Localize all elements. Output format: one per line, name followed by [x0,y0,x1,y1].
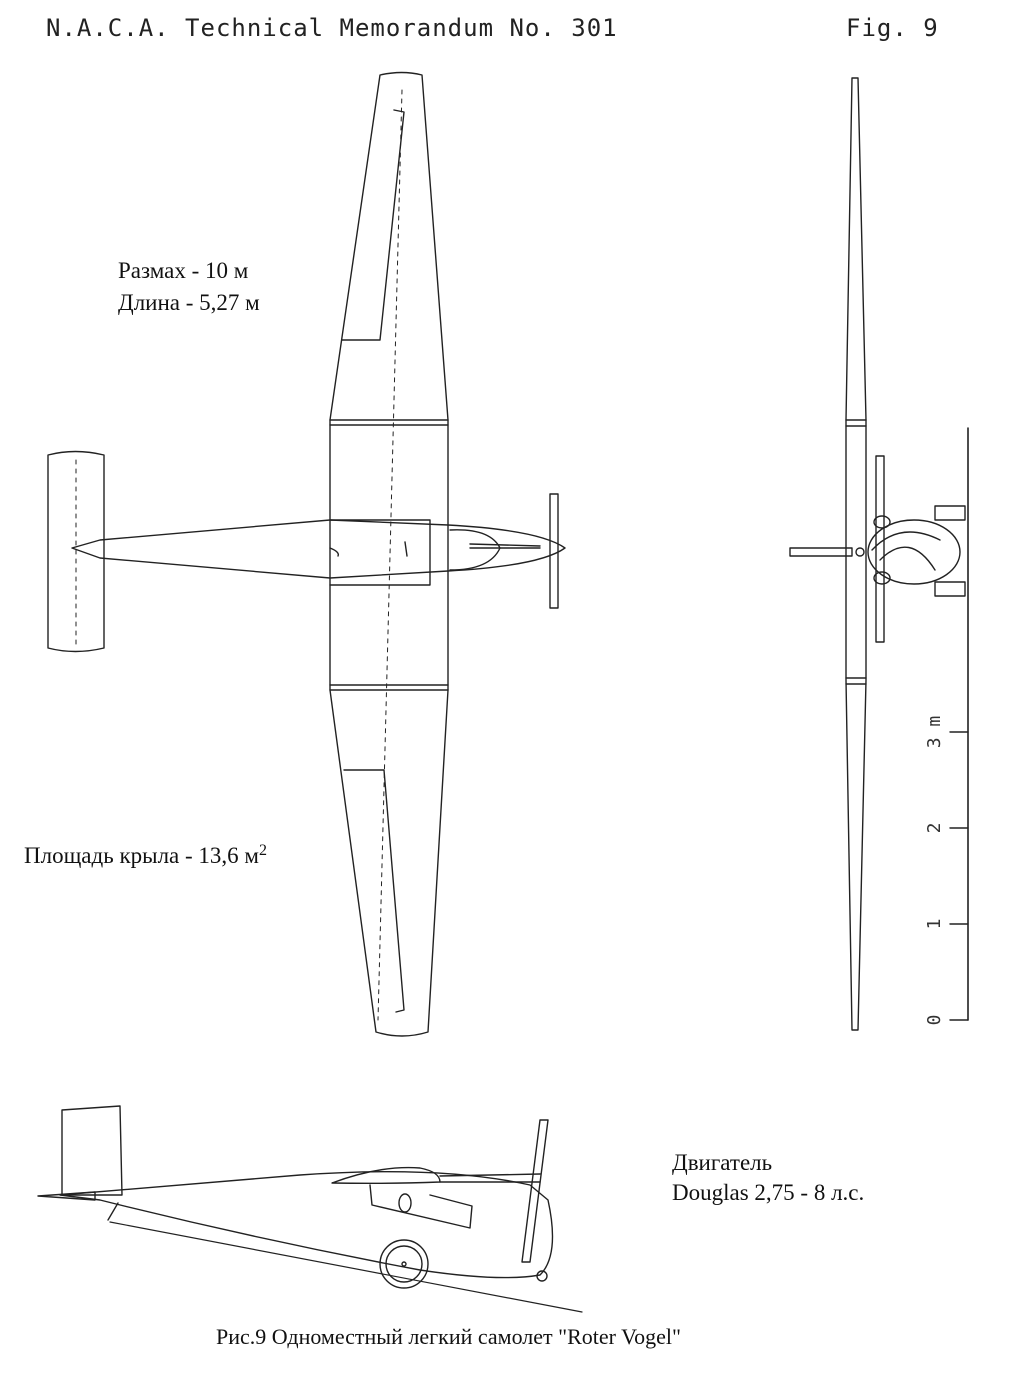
side-wing-profile [331,1166,441,1185]
length-label: Длина - 5,27 м [118,290,260,315]
side-propeller [521,1119,549,1263]
front-spinner [855,547,865,557]
side-wheel-inner [385,1245,423,1283]
front-wheel-top [934,505,966,521]
plan-fuselage-notch [329,547,340,557]
wing-area-superscript: 2 [258,842,267,859]
wingspan-label: Размах - 10 м [118,258,249,283]
engine-title: Двигатель [672,1150,773,1175]
front-wheel-bottom [934,581,966,597]
plan-lower-aileron [343,769,405,1013]
front-wing [845,77,867,1031]
plan-cockpit [449,529,501,571]
plan-view [47,71,566,1037]
front-strut [873,571,891,585]
side-pilot-head [398,1193,412,1213]
wing-area-label: Площадь крыла - 13,6 м2 [24,842,267,869]
plan-horizontal-tail [47,450,105,653]
plan-engine-mount [469,543,541,547]
plan-upper-aileron [341,109,405,341]
scale-label-3: 3 m [924,716,945,749]
side-cockpit [369,1184,473,1229]
memo-header: N.A.C.A. Technical Memorandum No. 301 [46,14,618,42]
side-wheel-hub [401,1261,407,1267]
scale-label-0: 0 [924,1015,945,1026]
side-ground-line [109,1221,583,1313]
plan-fuselage [71,519,566,579]
side-tail-skid [107,1202,119,1221]
front-strut [873,515,891,529]
scale-label-2: 2 [924,823,945,834]
plan-center-mark [404,541,408,557]
plan-center-flap [329,519,431,586]
scale-label-1: 1 [924,919,945,930]
wing-area-text: Площадь крыла - 13,6 м [24,843,259,868]
scale-bar: 0 1 2 3 m [924,716,969,1026]
side-nose-skid [536,1270,548,1282]
front-cowling [871,531,941,571]
engine-model: Douglas 2,75 - 8 л.с. [672,1180,865,1205]
figure-number: Fig. 9 [846,14,939,42]
front-fuselage [867,519,961,585]
side-engine-mount [439,1173,541,1177]
side-fuselage [59,1170,554,1279]
side-view [37,1105,583,1313]
front-view [789,77,969,1031]
side-wheel [379,1239,429,1289]
side-vertical-tail [61,1105,123,1196]
front-propeller [875,455,885,643]
plan-wing-spar [377,89,403,1021]
plan-propeller [549,493,559,609]
front-tailplane [789,547,853,557]
plan-wing-outline [329,71,449,1037]
figure-caption: Рис.9 Одноместный легкий самолет "Roter … [216,1324,682,1349]
